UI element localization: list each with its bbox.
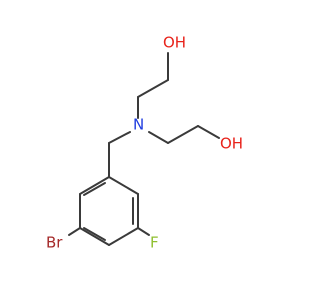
oh-top-label: OH [163,34,186,52]
ring-bond-c1-c2 [108,176,139,195]
structure-canvas: OH N OH Br F [46,34,243,252]
ring-double-inner-c [83,182,106,196]
bond-n-ch2-right [148,131,169,144]
bond-ch2-oh-right [197,125,220,139]
ring-double-inner-b [83,227,106,241]
ring-bond-c3-c4 [108,227,139,246]
bond-n-benzyl-ch2 [108,131,131,144]
atom-labels: OH N OH Br F [46,34,243,252]
bonds [68,52,220,246]
molecule-diagram: OH N OH Br F [46,34,243,252]
nitrogen-label: N [133,116,144,134]
bond-ring-f [137,227,150,236]
fluorine-label: F [150,234,159,252]
bond-ch2-ch2-top [137,79,169,98]
ring-bond-c6-c1 [79,176,110,195]
bond-ch2-ch2-right [167,125,199,144]
bromine-label: Br [46,234,63,252]
oh-right-label: OH [220,135,243,153]
bond-ring-br [68,227,81,236]
ring-bond-c4-c5 [79,227,110,246]
